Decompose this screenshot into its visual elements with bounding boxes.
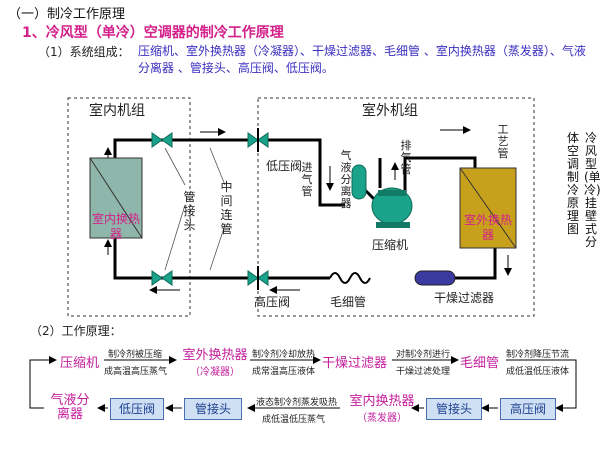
indoor-hx-label: 室内换热器 <box>92 212 141 241</box>
side-caption-col2: 体空调制冷原理图 <box>566 131 579 236</box>
flow-row1-arrows <box>104 356 577 412</box>
side-caption-col1: 冷风型(单冷)挂壁式分 <box>584 131 600 249</box>
outdoor-unit-boundary <box>257 97 535 317</box>
flow-indoor-hx: 室内换热器 （蒸发器） <box>344 394 420 425</box>
flow-joint1-box: 管接头 <box>184 398 242 420</box>
subtitle: 1、冷风型（单冷）空调器的制冷工作原理 <box>22 25 284 41</box>
flow-outdoor-hx-sub: （冷凝器） <box>190 367 240 378</box>
capillary-label: 毛细管 <box>330 295 367 309</box>
outdoor-unit-label: 室外机组 <box>362 103 418 119</box>
middle-pipe-label: 中间连管 <box>220 180 233 236</box>
gas-liquid-separator <box>351 164 367 200</box>
note-2-top: 制冷剂冷却放热 <box>252 350 316 360</box>
indoor-unit-boundary <box>67 97 191 317</box>
note-1-top: 制冷剂被压缩 <box>108 350 163 360</box>
pipe-joint-valve-top <box>151 132 173 148</box>
composition-text: 压缩机、室外换热器（冷凝器）、干燥过滤器、毛细管 、室内换热器（蒸发器）、气液分… <box>138 44 586 75</box>
flow-compressor: 压缩机 <box>60 356 100 371</box>
leader-lines <box>164 147 226 271</box>
dryer-filter-label: 干燥过滤器 <box>434 291 495 305</box>
compressor-label: 压缩机 <box>372 238 409 252</box>
note-5-bottom: 成低温低压蒸气 <box>262 415 326 425</box>
compressor <box>371 187 413 228</box>
flow-indoor-hx-sub: （蒸发器） <box>357 413 407 424</box>
high-valve-label: 高压阀 <box>254 295 291 309</box>
note-5-top: 液态制冷剂蒸发吸热 <box>256 398 338 408</box>
exhaust-pipe-label: 排气管 <box>400 139 412 176</box>
note-2-bottom: 成常温高压液体 <box>252 367 316 377</box>
flow-joint2-box: 管接头 <box>426 398 482 420</box>
flow-row2-arrows <box>29 356 498 412</box>
flow-outdoor-hx: 室外换热器 （冷凝器） <box>178 348 252 379</box>
flow-separator: 气液分离器 <box>50 393 90 422</box>
composition-label: （1）系统组成： <box>38 45 130 59</box>
note-3-top: 对制冷剂进行 <box>396 350 451 360</box>
principle-label: （2）工作原理： <box>30 324 122 338</box>
process-pipe-label: 工艺管 <box>497 123 509 160</box>
flow-outdoor-hx-label: 室外换热器 <box>182 348 248 363</box>
flow-low-valve-box: 低压阀 <box>110 398 164 420</box>
outdoor-hx-label: 室外换热器 <box>463 213 512 242</box>
low-valve-label: 低压阀 <box>266 159 303 173</box>
indoor-unit-label: 室内机组 <box>89 103 145 119</box>
note-4-bottom: 成低温低压液体 <box>506 367 570 377</box>
intake-pipe-label: 进气管 <box>301 161 313 198</box>
section-title: （一）制冷工作原理 <box>8 7 126 22</box>
flow-high-valve-box: 高压阀 <box>500 398 556 420</box>
note-1-bottom: 成高温高压蒸气 <box>104 367 168 377</box>
pipes <box>113 138 497 280</box>
flow-indoor-hx-label: 室内换热器 <box>349 394 415 409</box>
flow-dryer-filter: 干燥过滤器 <box>322 356 388 371</box>
dryer-filter <box>414 270 456 286</box>
note-4-top: 制冷剂降压节流 <box>506 350 570 360</box>
flow-capillary: 毛细管 <box>460 356 500 371</box>
capillary-coil <box>329 272 371 284</box>
pipe-joint-label: 管接头 <box>183 190 196 232</box>
note-3-bottom: 干燥过滤处理 <box>396 367 451 377</box>
separator-label: 气液分离器 <box>340 149 352 210</box>
pipe-joint-valve-bottom <box>151 270 173 286</box>
